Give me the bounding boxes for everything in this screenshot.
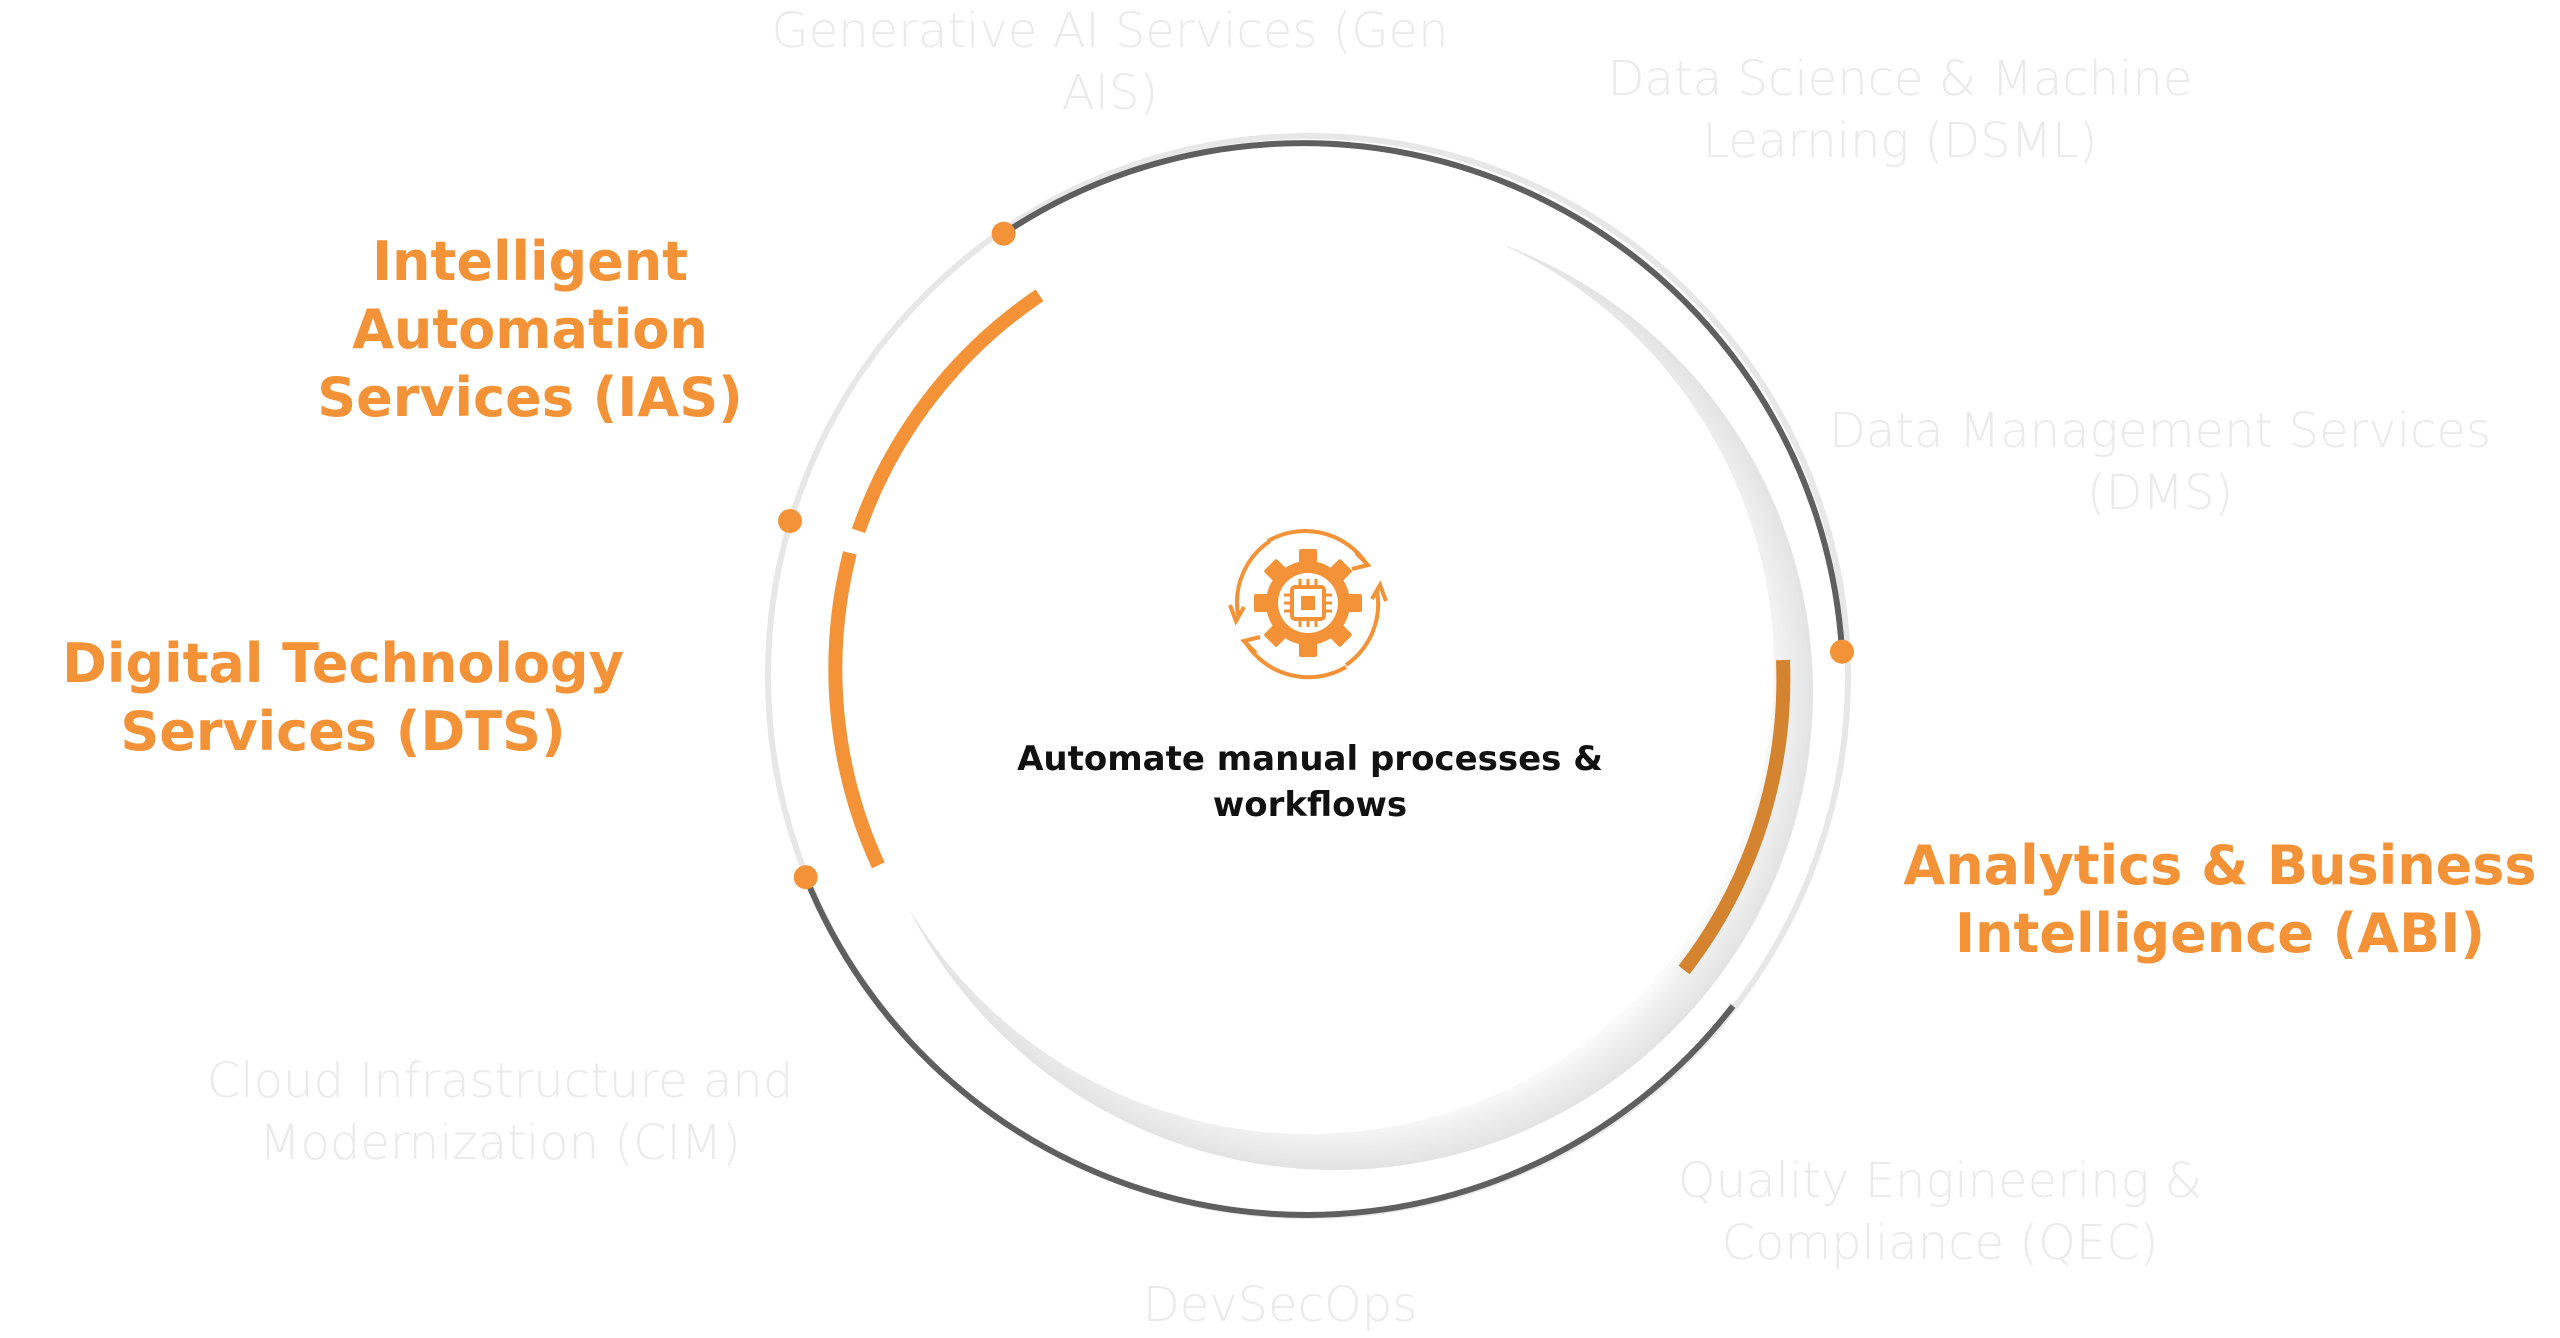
service-label-qec[interactable]: Quality Engineering & Compliance (QEC) [1677,1153,2203,1271]
service-label-dms[interactable]: Data Management Services (DMS) [1828,403,2492,521]
center-description: Automate manual processes & workflows [960,736,1660,828]
service-label-ias[interactable]: Intelligent Automation Services (IAS) [317,230,743,429]
ring-dot-cim[interactable] [793,865,818,890]
dark-ring-arc-upper [1001,140,1845,652]
center-description-line-2: workflows [1212,785,1408,825]
service-label-cim[interactable]: Cloud Infrastructure and Modernization (… [206,1053,794,1171]
gear-chip-cycle-icon [1228,529,1388,680]
orange-arc-ias [851,289,1044,534]
inner-disc [842,202,1774,1134]
orange-arc-dts [828,551,885,869]
service-label-dts[interactable]: Digital Technology Services (DTS) [62,632,624,763]
center-description-line-1: Automate manual processes & [1017,739,1603,779]
ring-dot-dts[interactable] [778,509,802,533]
service-label-dsml[interactable]: Data Science & Machine Learning (DSML) [1607,51,2193,169]
dark-ring-arc-lower [802,876,1736,1218]
ring-dot-abi[interactable] [1830,639,1854,664]
service-label-gen-ais[interactable]: Generative AI Services (Gen AIS) [771,3,1449,121]
service-label-abi[interactable]: Analytics & Business Intelligence (ABI) [1903,834,2537,965]
service-label-devsecops[interactable]: DevSecOps [1142,1277,1418,1333]
ring-dot-ias[interactable] [991,221,1016,246]
orange-arc-abi [1678,659,1791,975]
